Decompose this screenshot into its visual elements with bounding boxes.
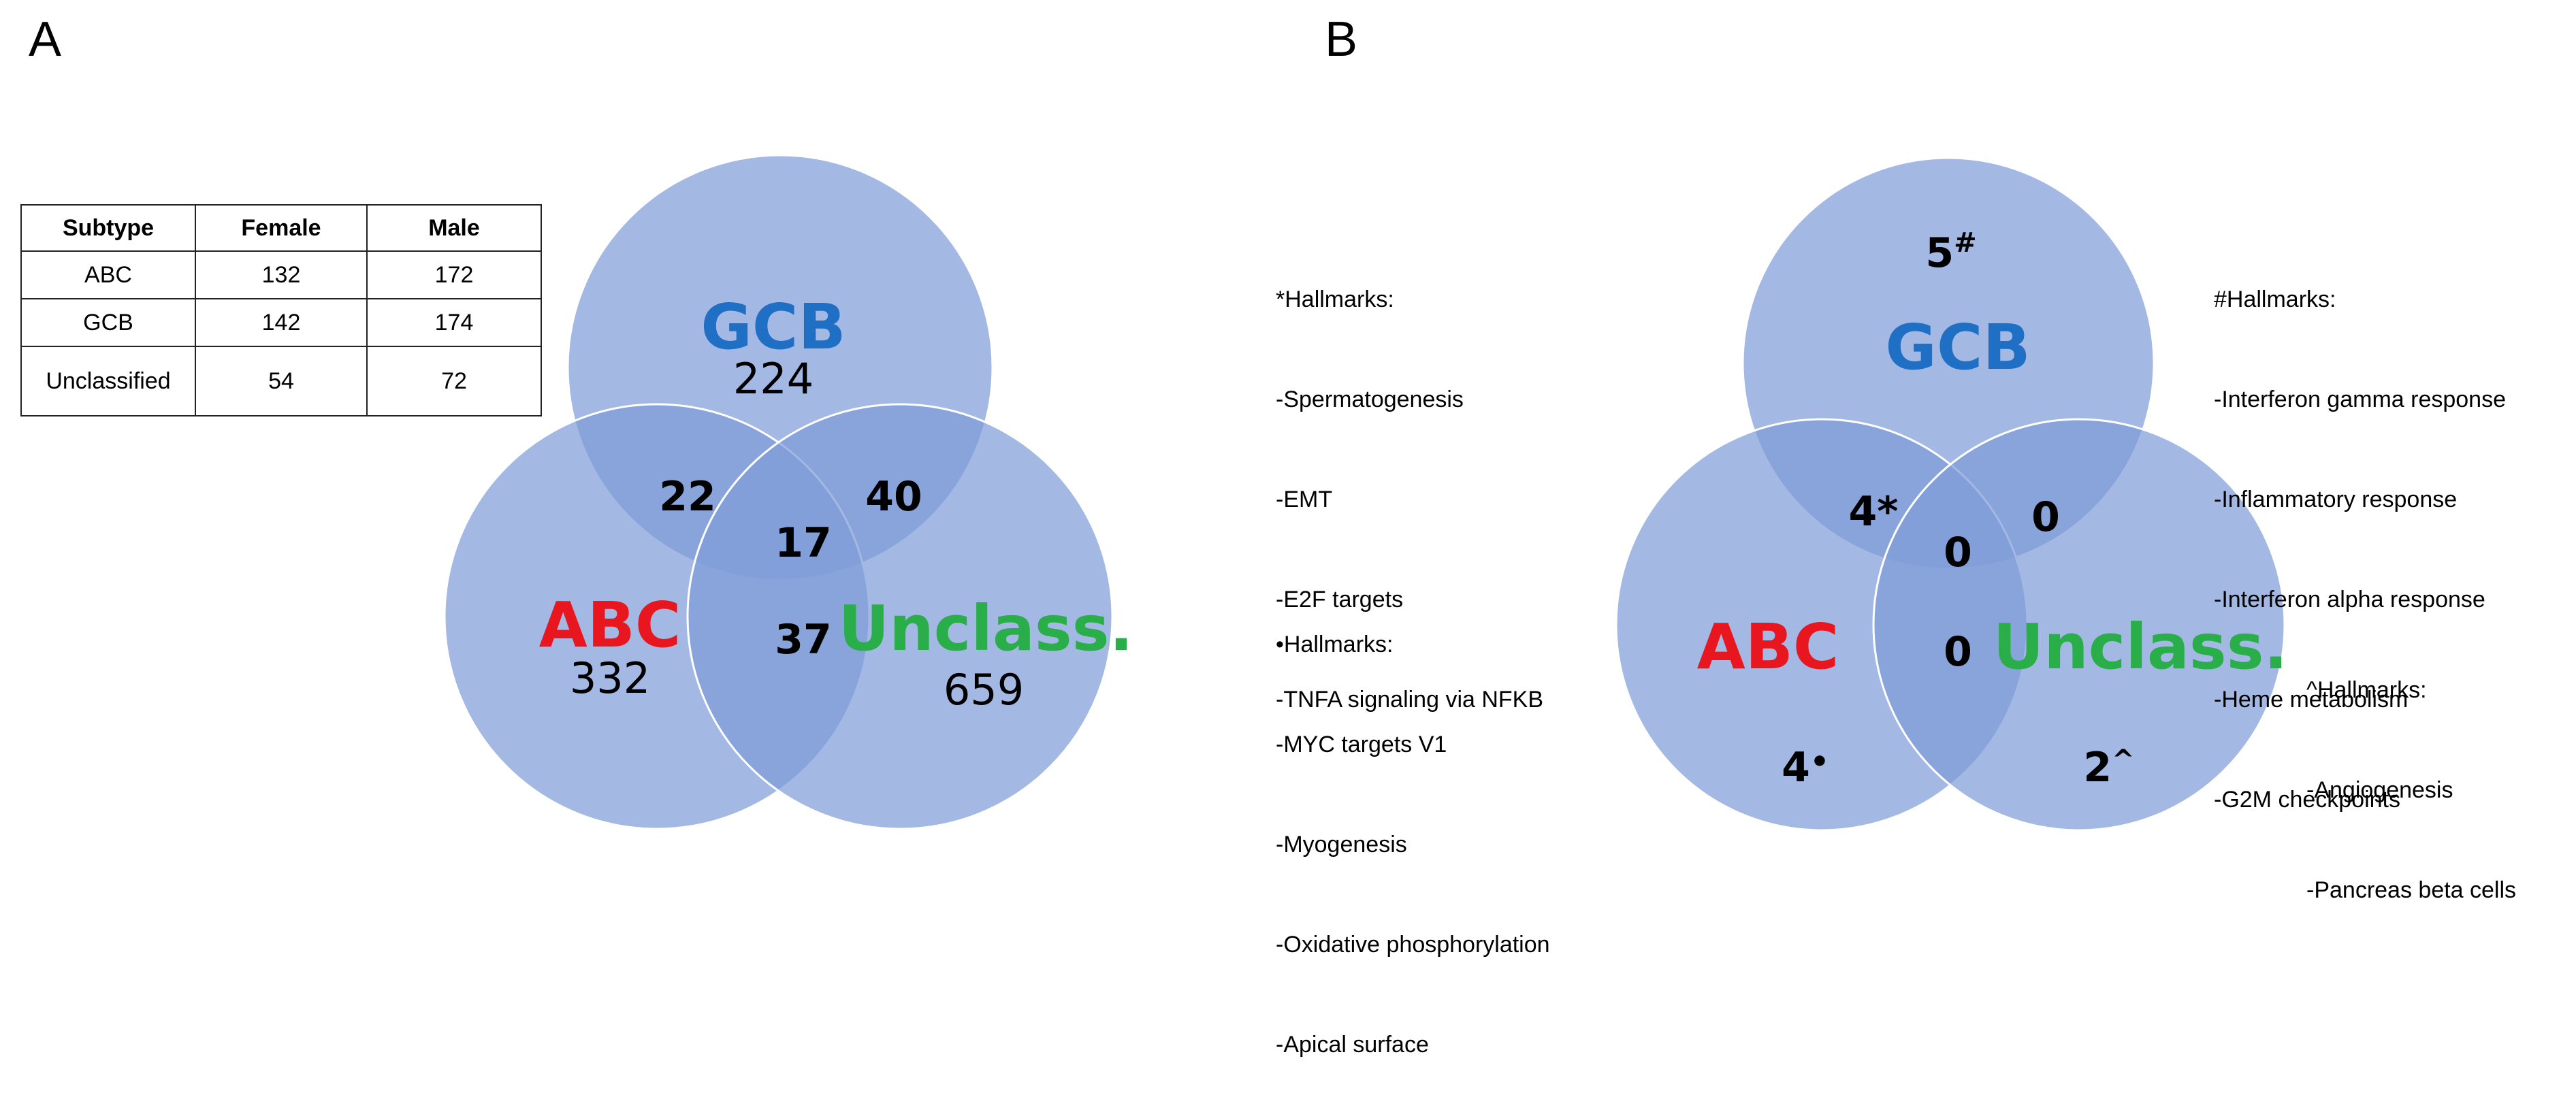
table-header: Female (195, 204, 368, 252)
hallmark-item: -Heme metabolism (2214, 687, 2409, 713)
venn-b-abc-unclass-count: 0 (1944, 628, 1972, 676)
hallmark-item: -Myogenesis (1276, 832, 1407, 857)
hallmarks-caret-list: ^Hallmarks: -Angiogenesis -Pancreas beta… (2306, 607, 2516, 941)
venn-diagrams: GCB 224 ABC 332 Unclass. 659 22 40 17 37… (443, 154, 2288, 832)
hallmark-item: -Pancreas beta cells (2306, 877, 2517, 903)
hallmark-item: -Apical surface (1276, 1032, 1429, 1058)
hallmark-heading: ^Hallmarks: (2306, 677, 2427, 703)
venn-a: GCB 224 ABC 332 Unclass. 659 22 40 17 37 (443, 154, 1133, 830)
hallmark-item: -G2M checkpoints (2214, 787, 2400, 813)
venn-b-gcb-abc-count: 4* (1848, 488, 1898, 536)
hallmark-item: -E2F targets (1276, 587, 1404, 612)
table-header: Male (366, 204, 542, 252)
venn-b-abc-value: 4• (1782, 744, 1829, 791)
venn-a-gcb-label: GCB (701, 291, 846, 363)
venn-b-gcb-value: 5# (1925, 227, 1976, 277)
hallmarks-star-list: *Hallmarks: -Spermatogenesis -EMT -E2F t… (1276, 216, 1543, 750)
hallmark-item: -EMT (1276, 487, 1333, 512)
table-row: GCB 142 174 (20, 298, 542, 347)
venn-b-gcb-label: GCB (1885, 311, 2030, 384)
hallmark-heading: •Hallmarks: (1276, 632, 1394, 657)
venn-a-unclass-label: Unclass. (839, 592, 1133, 665)
hallmark-item: -Angiogenesis (2306, 777, 2453, 803)
hallmark-item: -TNFA signaling via NFKB (1276, 687, 1544, 713)
table-row: ABC 132 172 (20, 250, 542, 299)
venn-b: 5# GCB ABC 4• Unclass. 2^ 4* 0 0 0 (1615, 157, 2288, 832)
hallmark-item: -Oxidative phosphorylation (1276, 932, 1550, 958)
venn-b-gcb-unclass-count: 0 (2031, 493, 2060, 541)
venn-b-all-count: 0 (1944, 529, 1972, 576)
venn-a-gcb-unclass-count: 40 (865, 473, 922, 521)
subtype-sex-table: Subtype Female Male ABC 132 172 GCB 142 … (20, 204, 542, 416)
table-cell: 172 (366, 250, 542, 299)
table-header-row: Subtype Female Male (20, 204, 542, 252)
venn-a-abc-value: 332 (570, 653, 650, 703)
table-cell: 132 (195, 250, 368, 299)
table-cell: GCB (20, 298, 196, 347)
table-cell: 142 (195, 298, 368, 347)
hallmark-item: -MYC targets V1 (1276, 732, 1447, 757)
venn-a-abc-unclass-count: 37 (775, 616, 832, 664)
venn-b-abc-label: ABC (1697, 610, 1839, 683)
panel-label-a: A (29, 12, 62, 67)
venn-a-abc-label: ABC (539, 589, 681, 661)
venn-a-unclass-value: 659 (944, 665, 1024, 715)
hallmark-heading: *Hallmarks: (1276, 287, 1394, 312)
table-header: Subtype (20, 204, 196, 252)
venn-a-all-count: 17 (775, 519, 832, 567)
venn-a-gcb-value: 224 (733, 354, 814, 404)
hallmark-heading: #Hallmarks: (2214, 287, 2336, 312)
table-row: Unclassified 54 72 (20, 346, 542, 416)
hallmarks-hash-list: #Hallmarks: -Interferon gamma response -… (2214, 216, 2506, 850)
venn-b-unclass-label: Unclass. (1993, 610, 2288, 683)
hallmark-item: -Inflammatory response (2214, 487, 2458, 512)
table-cell: ABC (20, 250, 196, 299)
venn-b-unclass-circle (1872, 418, 2286, 832)
table-cell: 72 (366, 346, 542, 416)
venn-b-unclass-value: 2^ (2083, 744, 2134, 791)
table-cell: 174 (366, 298, 542, 347)
table-cell: Unclassified (20, 346, 196, 416)
hallmarks-bullet-list: •Hallmarks: -MYC targets V1 -Myogenesis … (1276, 561, 1550, 1095)
venn-a-gcb-abc-count: 22 (659, 473, 716, 521)
hallmark-item: -Spermatogenesis (1276, 387, 1464, 412)
venn-a-unclass-circle (686, 403, 1114, 830)
hallmark-item: -Interferon alpha response (2214, 587, 2485, 612)
hallmark-item: -Interferon gamma response (2214, 387, 2506, 412)
table-cell: 54 (195, 346, 368, 416)
panel-label-b: B (1325, 12, 1358, 67)
